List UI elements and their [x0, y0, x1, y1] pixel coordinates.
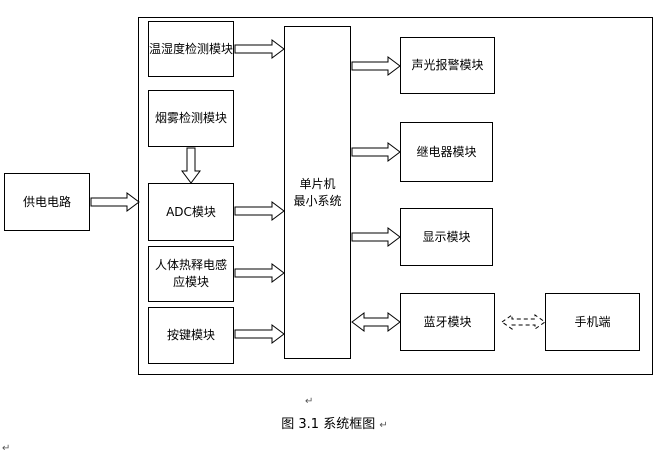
keys-label: 按键模块 [166, 328, 215, 342]
relay-block: 继电器模块 [400, 122, 493, 182]
mcu-label-line2: 最小系统 [293, 193, 342, 208]
figure-caption: 图 3.1 系统框图 ↵ [0, 413, 669, 432]
phone-block: 手机端 [545, 293, 640, 351]
pir-label: 人体热释电感应模块 [154, 258, 227, 289]
arrow-smoke-to-adc [181, 147, 201, 184]
phone-label: 手机端 [574, 314, 611, 329]
arrow-bluetooth-phone-wireless [501, 314, 546, 330]
alarm-label: 声光报警模块 [411, 58, 484, 72]
arrow-keys-to-mcu [234, 324, 285, 344]
alarm-block: 声光报警模块 [400, 37, 495, 94]
arrow-mcu-to-alarm [351, 56, 401, 76]
arrow-pir-to-mcu [234, 263, 285, 283]
display-block: 显示模块 [400, 208, 493, 266]
pir-block: 人体热释电感应模块 [148, 246, 234, 302]
mcu-label-line1: 单片机 [299, 176, 336, 191]
temp-humidity-block: 温湿度检测模块 [148, 21, 234, 77]
adc-block: ADC模块 [148, 183, 234, 241]
arrow-adc-to-mcu [234, 201, 285, 221]
arrow-mcu-to-relay [351, 142, 401, 162]
power-supply-label: 供电电路 [22, 194, 71, 209]
figure-caption-text: 图 3.1 系统框图 [281, 417, 376, 432]
mcu-block: 单片机 最小系统 [284, 26, 351, 359]
bluetooth-block: 蓝牙模块 [400, 293, 495, 351]
arrow-power-to-adc [90, 192, 140, 212]
relay-label: 继电器模块 [416, 144, 477, 159]
system-frame [138, 17, 653, 375]
paragraph-mark-caption: ↵ [379, 420, 388, 431]
arrow-temp-to-mcu [234, 39, 285, 59]
arrow-mcu-bluetooth-bidirectional [351, 312, 401, 332]
smoke-block: 烟雾检测模块 [148, 90, 234, 147]
bluetooth-label: 蓝牙模块 [423, 314, 472, 329]
temp-humidity-label: 温湿度检测模块 [149, 41, 234, 56]
display-label: 显示模块 [422, 229, 471, 244]
power-supply-block: 供电电路 [4, 173, 90, 231]
arrow-mcu-to-display [351, 227, 401, 247]
paragraph-mark-bottom: ↵ [2, 443, 11, 454]
adc-label: ADC模块 [166, 204, 216, 219]
keys-block: 按键模块 [148, 307, 234, 364]
paragraph-mark-top: ↵ [305, 396, 314, 407]
smoke-label: 烟雾检测模块 [154, 111, 227, 125]
